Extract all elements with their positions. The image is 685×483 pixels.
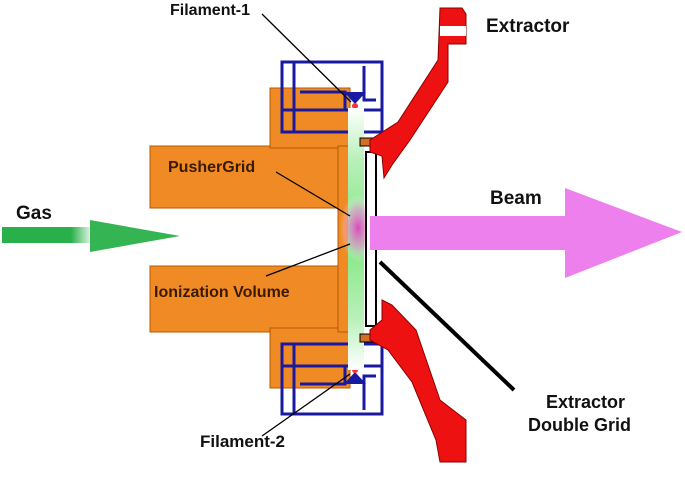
filament-top-icon — [344, 92, 366, 109]
extractor-label: Extractor — [486, 16, 570, 37]
extractor-double-grid-label-line1: Extractor — [546, 392, 626, 412]
leader-lines — [261, 13, 352, 437]
filament-2-label: Filament-2 — [200, 432, 286, 451]
pusher-body — [149, 87, 353, 389]
beam-label: Beam — [490, 188, 542, 209]
gas-label: Gas — [16, 203, 52, 224]
pusher-grid-label: PusherGrid — [168, 159, 256, 176]
extractor-electrode — [369, 7, 467, 463]
extractor-double-grid-label-line2: Double Grid — [528, 415, 631, 435]
gas-arrow — [2, 220, 180, 252]
filament-1-label: Filament-1 — [170, 2, 251, 19]
beam-arrow — [370, 188, 682, 278]
double-grid-leader — [378, 260, 516, 392]
ionization-volume-label: Ionization Volume — [154, 284, 290, 301]
